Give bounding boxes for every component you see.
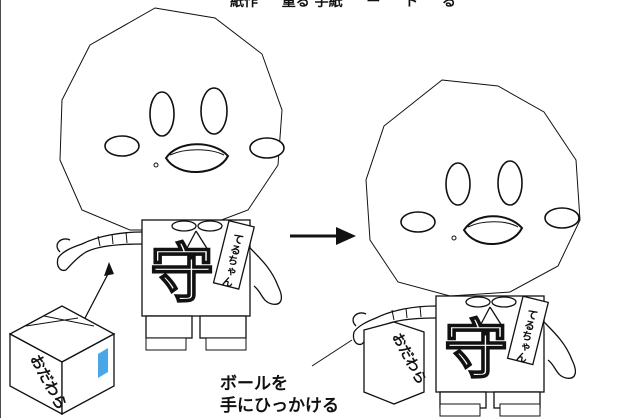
transition-arrow xyxy=(290,227,356,245)
right-eye-left xyxy=(445,162,471,206)
left-cheek-left xyxy=(104,135,140,157)
left-arm-left xyxy=(57,231,143,271)
left-chest-kanji: 守 xyxy=(150,238,214,312)
right-arm-right xyxy=(543,321,577,379)
right-cheek-left xyxy=(400,211,436,233)
left-eye-left xyxy=(149,91,175,137)
left-cheek-right xyxy=(249,137,285,159)
right-figure: 守 てるちゃん おだわら xyxy=(352,79,581,417)
right-head xyxy=(365,79,581,297)
top-caption: 紙作 重る 手紙 ー ト る xyxy=(230,0,456,10)
instruction-line2: 手にひっかける xyxy=(220,395,339,416)
right-chest-kanji: 守 xyxy=(444,314,508,388)
instruction-line1: ボールを xyxy=(220,374,288,394)
right-tag xyxy=(506,295,550,366)
right-cheek-right xyxy=(544,207,580,229)
right-nose-dot xyxy=(451,235,457,241)
instruction-leader xyxy=(311,339,353,367)
left-arm-right xyxy=(249,247,283,305)
left-eye-right xyxy=(200,87,228,135)
box-accent xyxy=(98,348,108,378)
right-eye-right xyxy=(497,160,523,206)
left-leg-left xyxy=(145,315,193,339)
left-tag xyxy=(212,219,256,290)
left-pointer-arrow xyxy=(83,271,110,321)
right-box: おだわら xyxy=(363,321,429,405)
left-box: おだわら xyxy=(8,305,116,416)
left-figure: 守 てるちゃん おだわら xyxy=(8,7,285,416)
left-nose-dot xyxy=(153,162,159,168)
left-leg-right xyxy=(199,315,247,339)
